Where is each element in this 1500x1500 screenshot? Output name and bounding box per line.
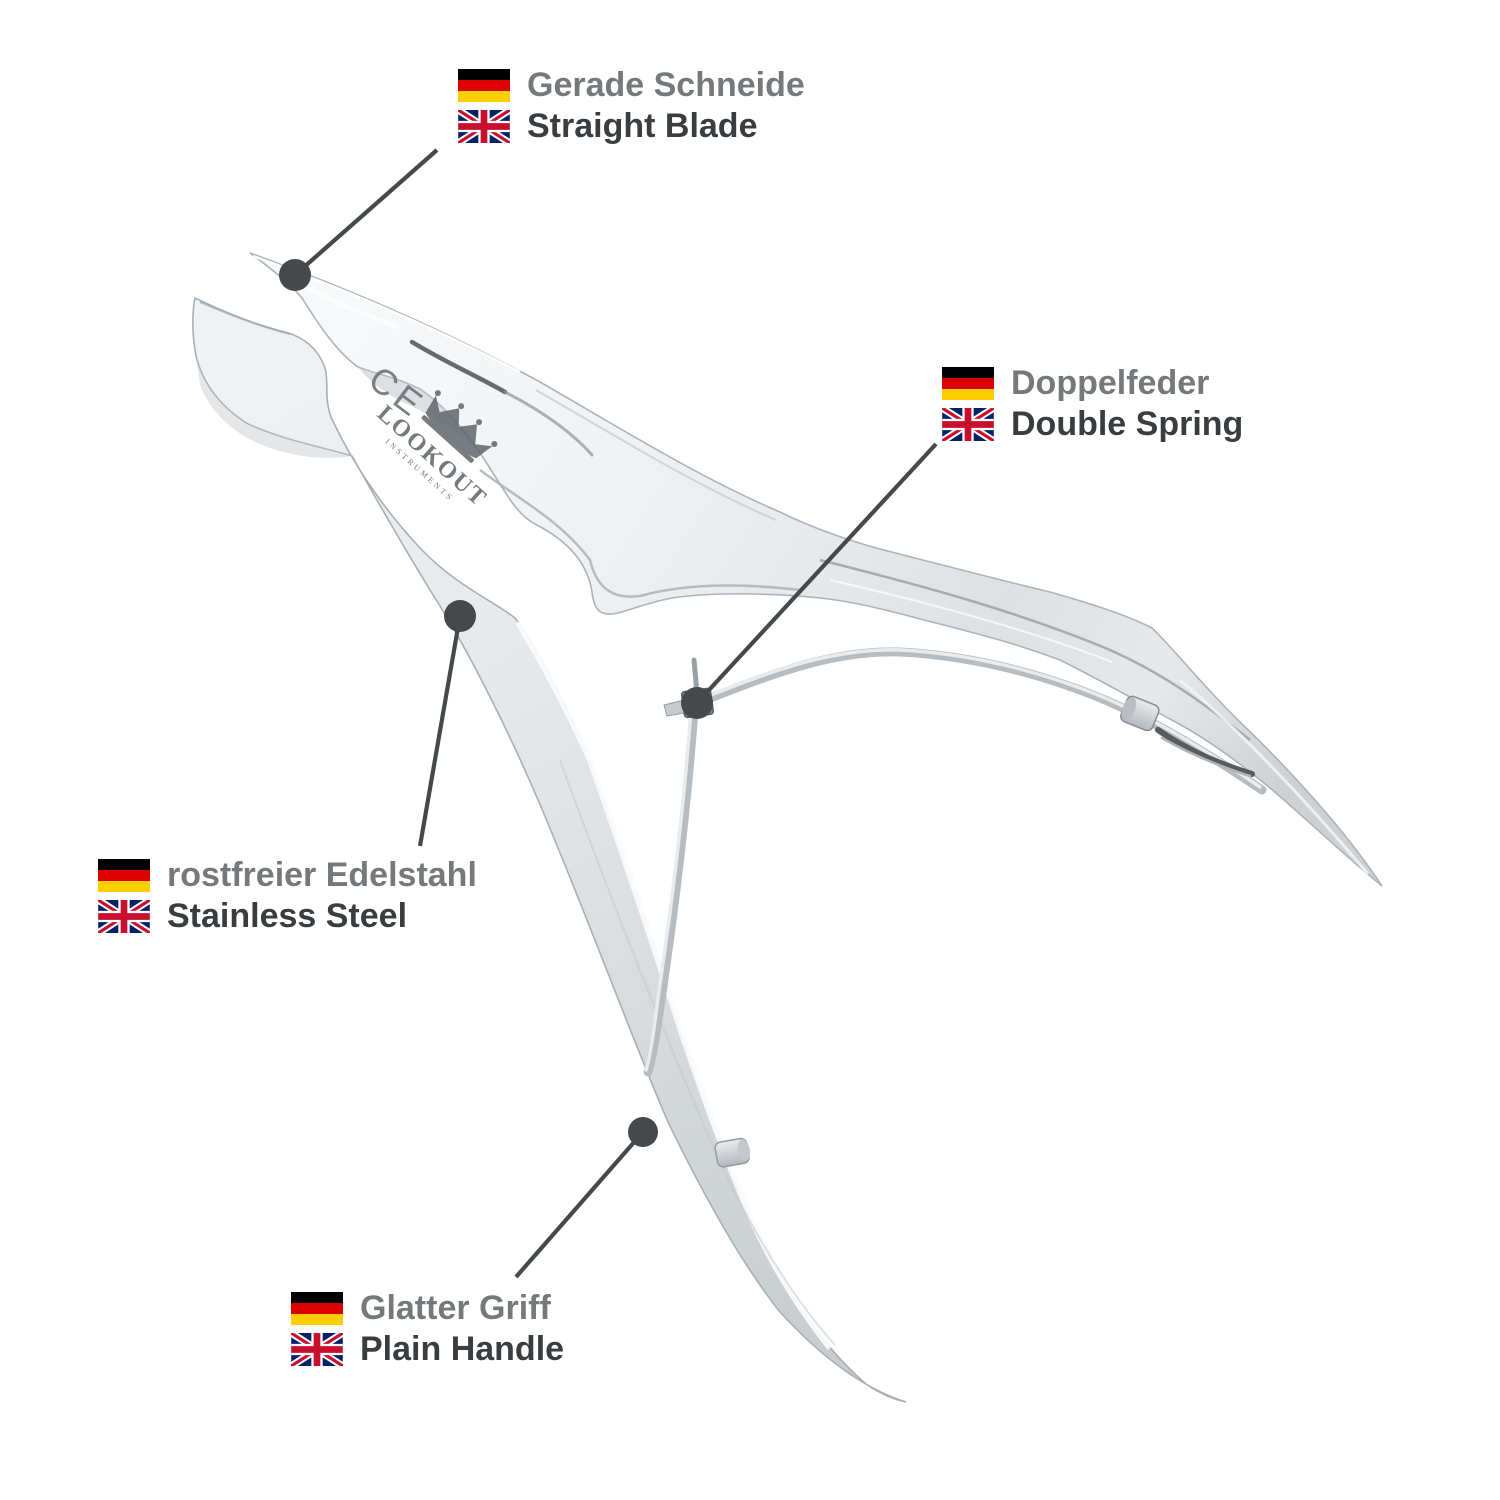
lower-handle-stud	[714, 1137, 751, 1168]
uk-flag-icon	[98, 900, 150, 933]
claw-inner-shadow	[199, 301, 291, 335]
callout-straight-blade: Gerade Schneide Straight Blade	[458, 66, 805, 145]
leader-line-double-spring	[695, 442, 938, 705]
callout-dot-double-spring	[681, 687, 713, 719]
leader-line-straight-blade	[293, 148, 439, 277]
body-top-bevel	[535, 389, 777, 521]
callout-label-de: Gerade Schneide	[527, 66, 805, 104]
double-spring-lower-leaf	[643, 705, 699, 1077]
german-flag-icon	[291, 1292, 343, 1325]
callout-label-en: Stainless Steel	[167, 897, 408, 935]
callout-plain-handle: Glatter Griff Plain Handle	[291, 1289, 565, 1368]
callout-dot-straight-blade	[279, 259, 311, 291]
leader-line-stainless-steel	[417, 615, 463, 847]
callout-dots	[279, 259, 713, 1147]
handle-seam-highlight	[829, 579, 1113, 663]
spring-in-slot	[1160, 736, 1252, 778]
leader-lines	[293, 148, 938, 1279]
claw-face-shading	[196, 356, 352, 458]
german-flag-icon	[458, 69, 510, 102]
lower-handle-brush-texture	[559, 759, 836, 1346]
crown-icon	[421, 390, 498, 463]
callout-label-en: Straight Blade	[527, 107, 758, 145]
callout-row-en: Double Spring	[942, 405, 1244, 443]
callout-stainless-steel: rostfreier Edelstahl Stainless Steel	[98, 856, 477, 935]
handle-tip-bevel	[1179, 678, 1370, 875]
blade-inner-bevel	[296, 279, 399, 330]
uk-flag-icon	[458, 110, 510, 143]
uk-flag-icon	[291, 1333, 343, 1366]
jaw-crevice-shadow	[409, 339, 508, 395]
callout-row-de: Doppelfeder	[942, 364, 1243, 402]
callout-row-de: Glatter Griff	[291, 1289, 564, 1327]
callout-row-en: Plain Handle	[291, 1330, 565, 1368]
callout-label-en: Double Spring	[1011, 405, 1244, 443]
double-spring-upper-leaf	[695, 647, 1267, 795]
uk-flag-icon	[942, 408, 994, 441]
underside-wave-seam	[479, 468, 801, 598]
handle-slot	[1155, 727, 1255, 777]
callout-label-de: rostfreier Edelstahl	[167, 856, 477, 894]
callout-label-de: Doppelfeder	[1011, 364, 1210, 402]
callout-dot-plain-handle	[628, 1117, 658, 1147]
callout-row-de: Gerade Schneide	[458, 66, 805, 104]
callout-double-spring: Doppelfeder Double Spring	[942, 364, 1244, 443]
jaw-crevice-fade	[503, 390, 594, 457]
upper-handle-pin	[1120, 695, 1255, 778]
german-flag-icon	[98, 859, 150, 892]
german-flag-icon	[942, 367, 994, 400]
handle-lap-joint-seam	[819, 558, 1251, 741]
nipper-lower-arm	[192, 296, 907, 1403]
callout-dot-stainless-steel	[444, 600, 476, 632]
callout-row-en: Straight Blade	[458, 107, 805, 145]
callout-label-de: Glatter Griff	[360, 1289, 551, 1327]
callout-row-en: Stainless Steel	[98, 897, 477, 935]
callout-row-de: rostfreier Edelstahl	[98, 856, 477, 894]
nipper-upper-arm	[249, 252, 1383, 887]
leader-line-plain-handle	[514, 1130, 645, 1279]
callout-label-en: Plain Handle	[360, 1330, 565, 1368]
